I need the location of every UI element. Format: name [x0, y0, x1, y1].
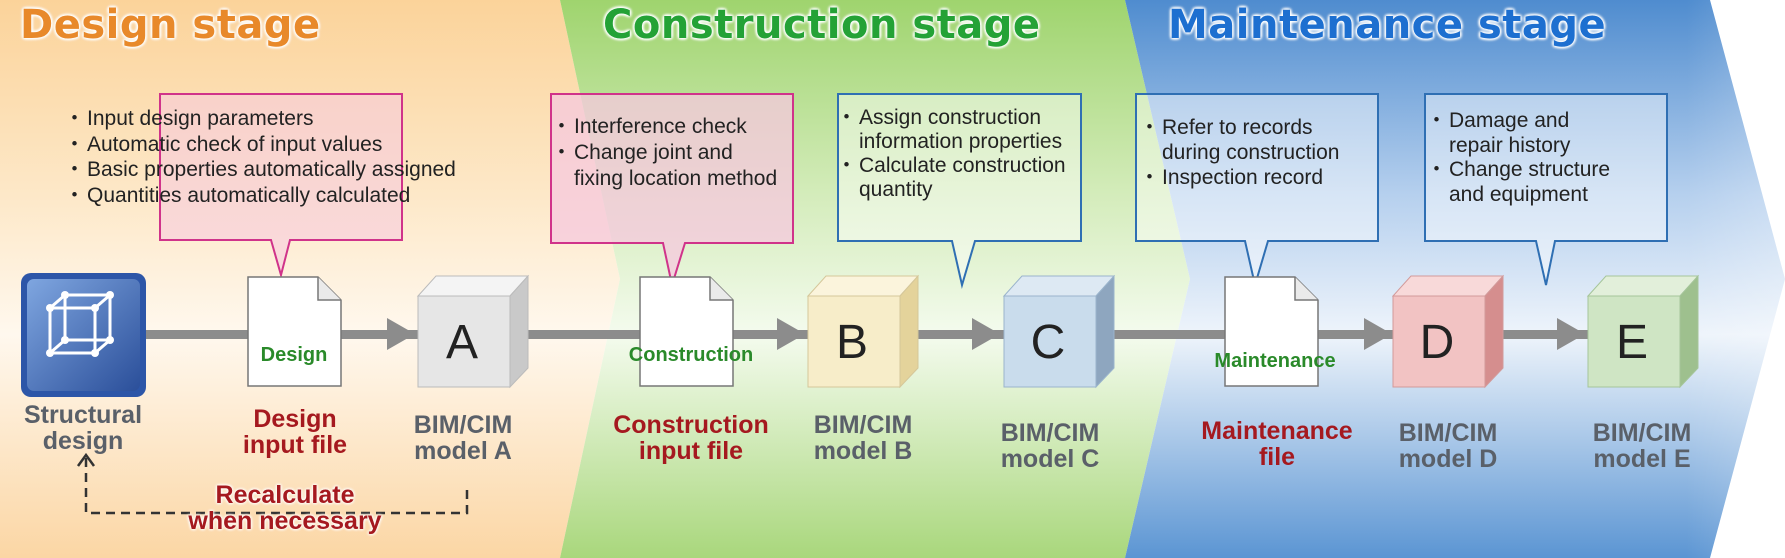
- construction-file-label: Construction: [628, 344, 754, 366]
- model-e-callout: Damage and repair history Change structu…: [1426, 109, 1610, 207]
- callout-item: Assign construction information properti…: [836, 106, 1066, 154]
- maintenance-file-icon: [1224, 276, 1319, 387]
- callout-item: Damage and repair history: [1426, 109, 1610, 158]
- cube-e-icon: [1586, 274, 1700, 389]
- model-a-caption: BIM/CIM model A: [413, 411, 513, 465]
- design-stage-title: Design stage: [20, 2, 321, 48]
- design-file-label: Design: [260, 344, 328, 366]
- cube-c-letter: C: [1030, 316, 1066, 369]
- design-file-icon: [247, 276, 342, 387]
- design-callout-item: Basic properties automatically assigned: [64, 157, 456, 183]
- model-c-caption: BIM/CIM model C: [1000, 419, 1100, 473]
- design-callout: Input design parameters Automatic check …: [64, 106, 456, 209]
- recalculate-loop: [76, 452, 469, 515]
- construction-input-callout: Interference check Change joint and fixi…: [551, 114, 777, 192]
- design-input-caption: Design input file: [242, 405, 348, 459]
- maintenance-file-caption: Maintenance file: [1201, 417, 1353, 471]
- model-b-caption: BIM/CIM model B: [813, 411, 913, 465]
- recalculate-label: Recalculate when necessary: [188, 481, 382, 535]
- callout-item: Calculate construction quantity: [836, 154, 1066, 202]
- callout-item: Interference check: [551, 114, 777, 140]
- cube-d-icon: [1391, 274, 1505, 389]
- cube-e-letter: E: [1615, 316, 1648, 369]
- cube-a-letter: A: [445, 316, 478, 369]
- model-e-caption: BIM/CIM model E: [1592, 419, 1692, 473]
- construction-input-caption: Construction input file: [613, 411, 769, 465]
- callout-item: Change structure and equipment: [1426, 158, 1610, 207]
- construction-stage-title: Construction stage: [603, 2, 1041, 48]
- model-c-callout: Assign construction information properti…: [836, 106, 1066, 202]
- maintenance-stage-title: Maintenance stage: [1168, 2, 1607, 48]
- model-d-caption: BIM/CIM model D: [1398, 419, 1498, 473]
- design-callout-item: Automatic check of input values: [64, 132, 456, 158]
- callout-item: Change joint and fixing location method: [551, 140, 777, 192]
- design-callout-item: Input design parameters: [64, 106, 456, 132]
- maintenance-file-callout: Refer to records during construction Ins…: [1139, 115, 1339, 190]
- callout-item: Inspection record: [1139, 165, 1339, 190]
- cube-a-icon: [416, 274, 530, 389]
- cube-d-letter: D: [1419, 316, 1455, 369]
- callout-item: Refer to records during construction: [1139, 115, 1339, 165]
- construction-file-icon: [639, 276, 734, 387]
- cube-b-letter: B: [835, 316, 868, 369]
- cube-c-icon: [1002, 274, 1116, 389]
- maintenance-file-label: Maintenance: [1214, 350, 1336, 372]
- cube-b-icon: [806, 274, 920, 389]
- structural-design-caption: Structural design: [23, 401, 143, 455]
- design-callout-item: Quantities automatically calculated: [64, 183, 456, 209]
- structural-design-icon: [21, 273, 146, 397]
